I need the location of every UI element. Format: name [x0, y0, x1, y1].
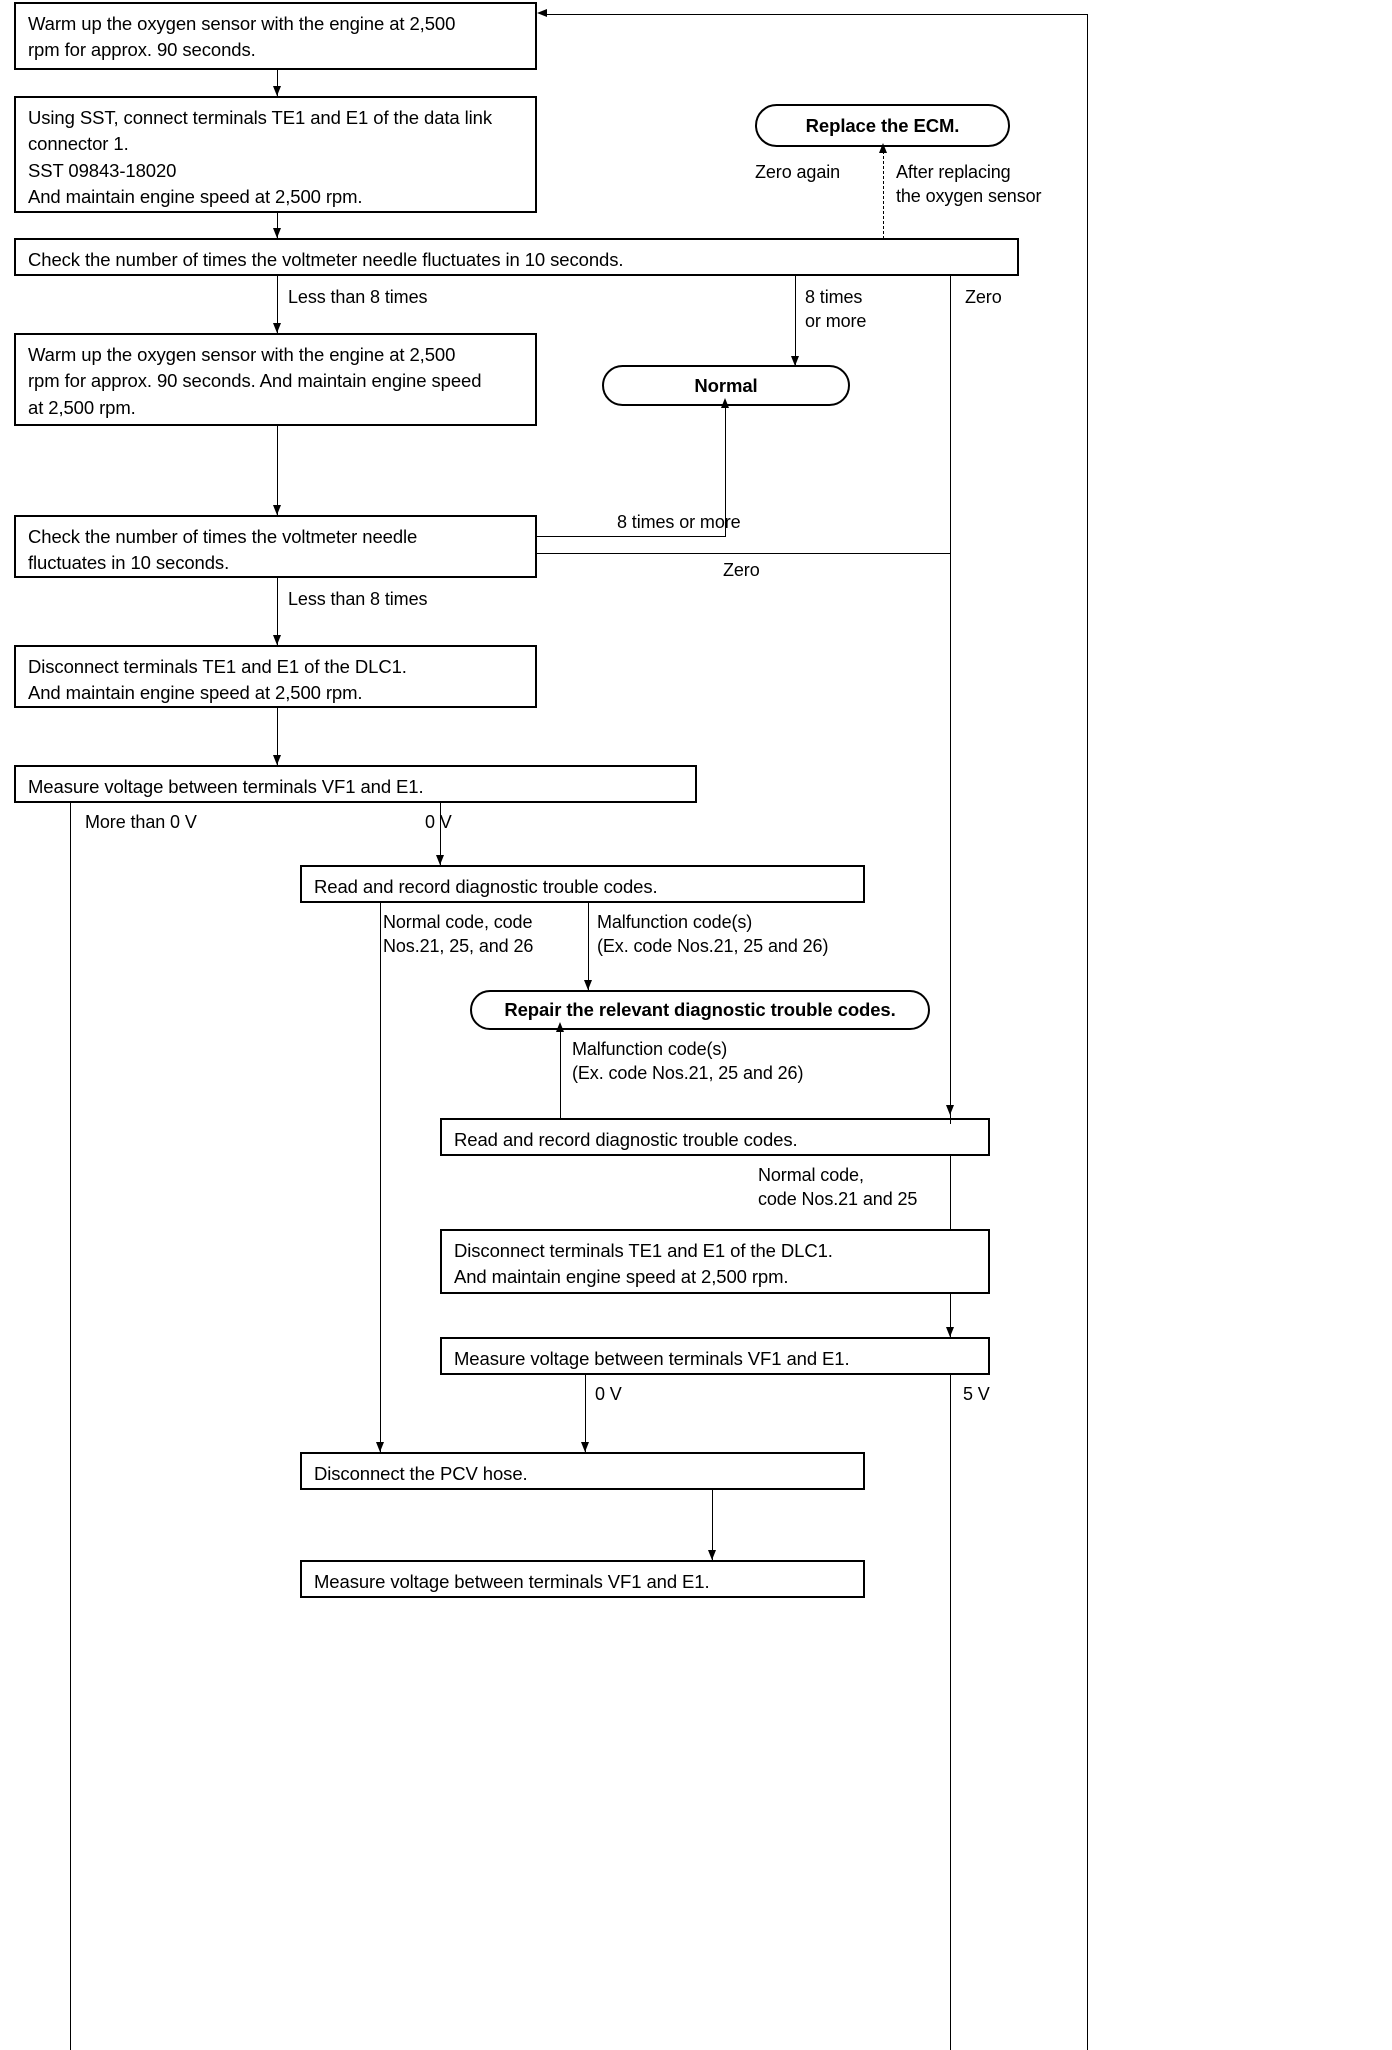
connector-n15-n16: [712, 1490, 713, 1560]
node-warm-up-oxygen-sensor-2: Warm up the oxygen sensor with the engin…: [14, 333, 537, 426]
connector-n5-n7: [277, 426, 278, 515]
node-measure-voltage-3: Measure voltage between terminals VF1 an…: [300, 1560, 865, 1598]
connector-n3-normal: [795, 276, 796, 366]
connector-n12-n11: [560, 1030, 561, 1118]
arrowhead-n8-n9: [272, 755, 281, 765]
arrowhead-n1-n2: [272, 86, 281, 96]
arrowhead-n3-normal: [790, 356, 799, 366]
edge-label-8-times-or-more-1: 8 times or more: [805, 287, 867, 332]
connector-n7-normal-vertical: [725, 406, 726, 537]
arrowhead-normal-code-into-n15: [375, 1442, 384, 1452]
node-disconnect-te1-e1-1: Disconnect terminals TE1 and E1 of the D…: [14, 645, 537, 708]
node-read-record-codes-2: Read and record diagnostic trouble codes…: [440, 1118, 990, 1156]
edge-label-5v: 5 V: [963, 1384, 990, 1404]
connector-n14-n15: [585, 1375, 586, 1452]
connector-dashed-to-replace-ecm: [883, 151, 884, 239]
arrowhead-n3-n5: [272, 323, 281, 333]
connector-n12-n13: [950, 1156, 951, 1229]
node-repair-relevant-codes: Repair the relevant diagnostic trouble c…: [470, 990, 930, 1030]
edge-label-8-times-or-more-2: 8 times or more: [617, 512, 741, 532]
arrowhead-n5-n7: [272, 505, 281, 515]
node-check-fluctuation-1: Check the number of times the voltmeter …: [14, 238, 1019, 276]
edge-label-after-replacing-oxygen-sensor: After replacing the oxygen sensor: [896, 162, 1042, 207]
connector-n9-more-than-0v: [70, 803, 71, 2050]
edge-label-malfunction-codes-2: Malfunction code(s) (Ex. code Nos.21, 25…: [572, 1039, 804, 1084]
edge-label-normal-code-21-25: Normal code, code Nos.21 and 25: [758, 1165, 918, 1210]
node-measure-voltage-1: Measure voltage between terminals VF1 an…: [14, 765, 697, 803]
node-replace-ecm: Replace the ECM.: [755, 104, 1010, 147]
edge-label-malfunction-codes-1: Malfunction code(s) (Ex. code Nos.21, 25…: [597, 912, 829, 957]
node-measure-voltage-2: Measure voltage between terminals VF1 an…: [440, 1337, 990, 1375]
edge-label-normal-code-21-25-26: Normal code, code Nos.21, 25, and 26: [383, 912, 534, 957]
connector-n13-n14: [950, 1294, 951, 1337]
arrowhead-n13-n14: [945, 1327, 954, 1337]
connector-return-loop-horizontal: [545, 14, 1088, 15]
edge-label-zero-again: Zero again: [755, 162, 841, 182]
connector-n7-normal-horizontal: [537, 536, 726, 537]
edge-label-0v-1: 0 V: [425, 812, 452, 832]
node-warm-up-oxygen-sensor-1: Warm up the oxygen sensor with the engin…: [14, 2, 537, 70]
arrowhead-n9-n10: [435, 855, 444, 865]
connector-n1-n2: [277, 70, 278, 96]
connector-n10-n11: [588, 903, 589, 990]
arrowhead-n14-n15: [580, 1442, 589, 1452]
connector-n7-n8: [277, 578, 278, 645]
connector-n10-normal-code: [380, 903, 381, 1452]
arrowhead-return-loop-into-n1: [537, 9, 547, 17]
arrowhead-n12-into-n11: [555, 1022, 564, 1032]
arrowhead-n2-n3: [272, 228, 281, 238]
arrowhead-n7-into-normal: [720, 398, 729, 408]
connector-n7-zero-horizontal: [537, 553, 951, 554]
edge-label-zero-2: Zero: [723, 560, 760, 580]
connector-n9-n10: [440, 803, 441, 865]
arrowhead-zero-rail-into-n12: [945, 1105, 954, 1115]
edge-label-0v-2: 0 V: [595, 1384, 622, 1404]
node-disconnect-pcv-hose: Disconnect the PCV hose.: [300, 1452, 865, 1490]
connector-return-loop-vertical: [1087, 14, 1088, 2050]
arrowhead-n15-n16: [707, 1550, 716, 1560]
arrowhead-n10-n11: [583, 980, 592, 990]
edge-label-zero-1: Zero: [965, 287, 1002, 307]
node-check-fluctuation-2: Check the number of times the voltmeter …: [14, 515, 537, 578]
node-read-record-codes-1: Read and record diagnostic trouble codes…: [300, 865, 865, 903]
connector-n3-n5: [277, 276, 278, 333]
connector-n8-n9: [277, 708, 278, 765]
edge-label-less-than-8-times-2: Less than 8 times: [288, 589, 428, 609]
arrowhead-n7-n8: [272, 635, 281, 645]
node-connect-te1-e1: Using SST, connect terminals TE1 and E1 …: [14, 96, 537, 213]
node-disconnect-te1-e1-2: Disconnect terminals TE1 and E1 of the D…: [440, 1229, 990, 1294]
connector-n2-n3: [277, 213, 278, 238]
connector-n3-zero-rail: [950, 276, 951, 1124]
edge-label-less-than-8-times-1: Less than 8 times: [288, 287, 428, 307]
connector-n14-5v-rail: [950, 1375, 951, 2050]
edge-label-more-than-0v: More than 0 V: [85, 812, 197, 832]
arrowhead-into-replace-ecm: [878, 143, 887, 153]
